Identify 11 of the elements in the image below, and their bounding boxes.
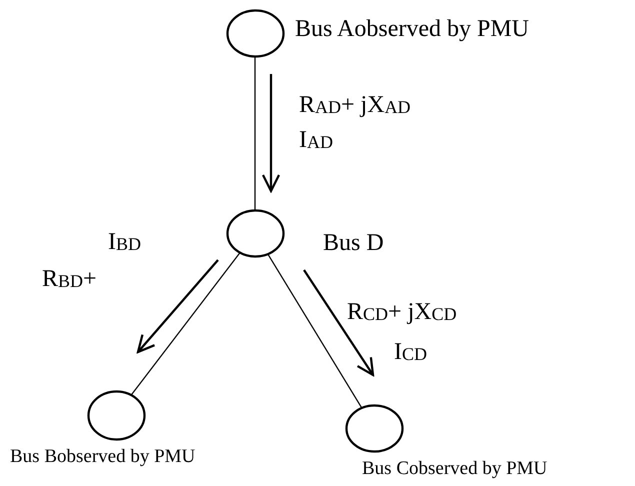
bus-label: Bus Aobserved by PMU (295, 17, 530, 41)
line (267, 253, 362, 408)
line (254, 56, 256, 210)
bus-label: Bus Cobserved by PMU (362, 459, 548, 478)
bus-circle (344, 404, 404, 452)
bus-circle (226, 8, 284, 58)
bus-circle (86, 390, 146, 440)
line (130, 252, 241, 396)
bus-circle (226, 208, 284, 258)
bus-label: Bus D (323, 231, 384, 255)
bus-label: Bus Bobserved by PMU (10, 447, 196, 466)
